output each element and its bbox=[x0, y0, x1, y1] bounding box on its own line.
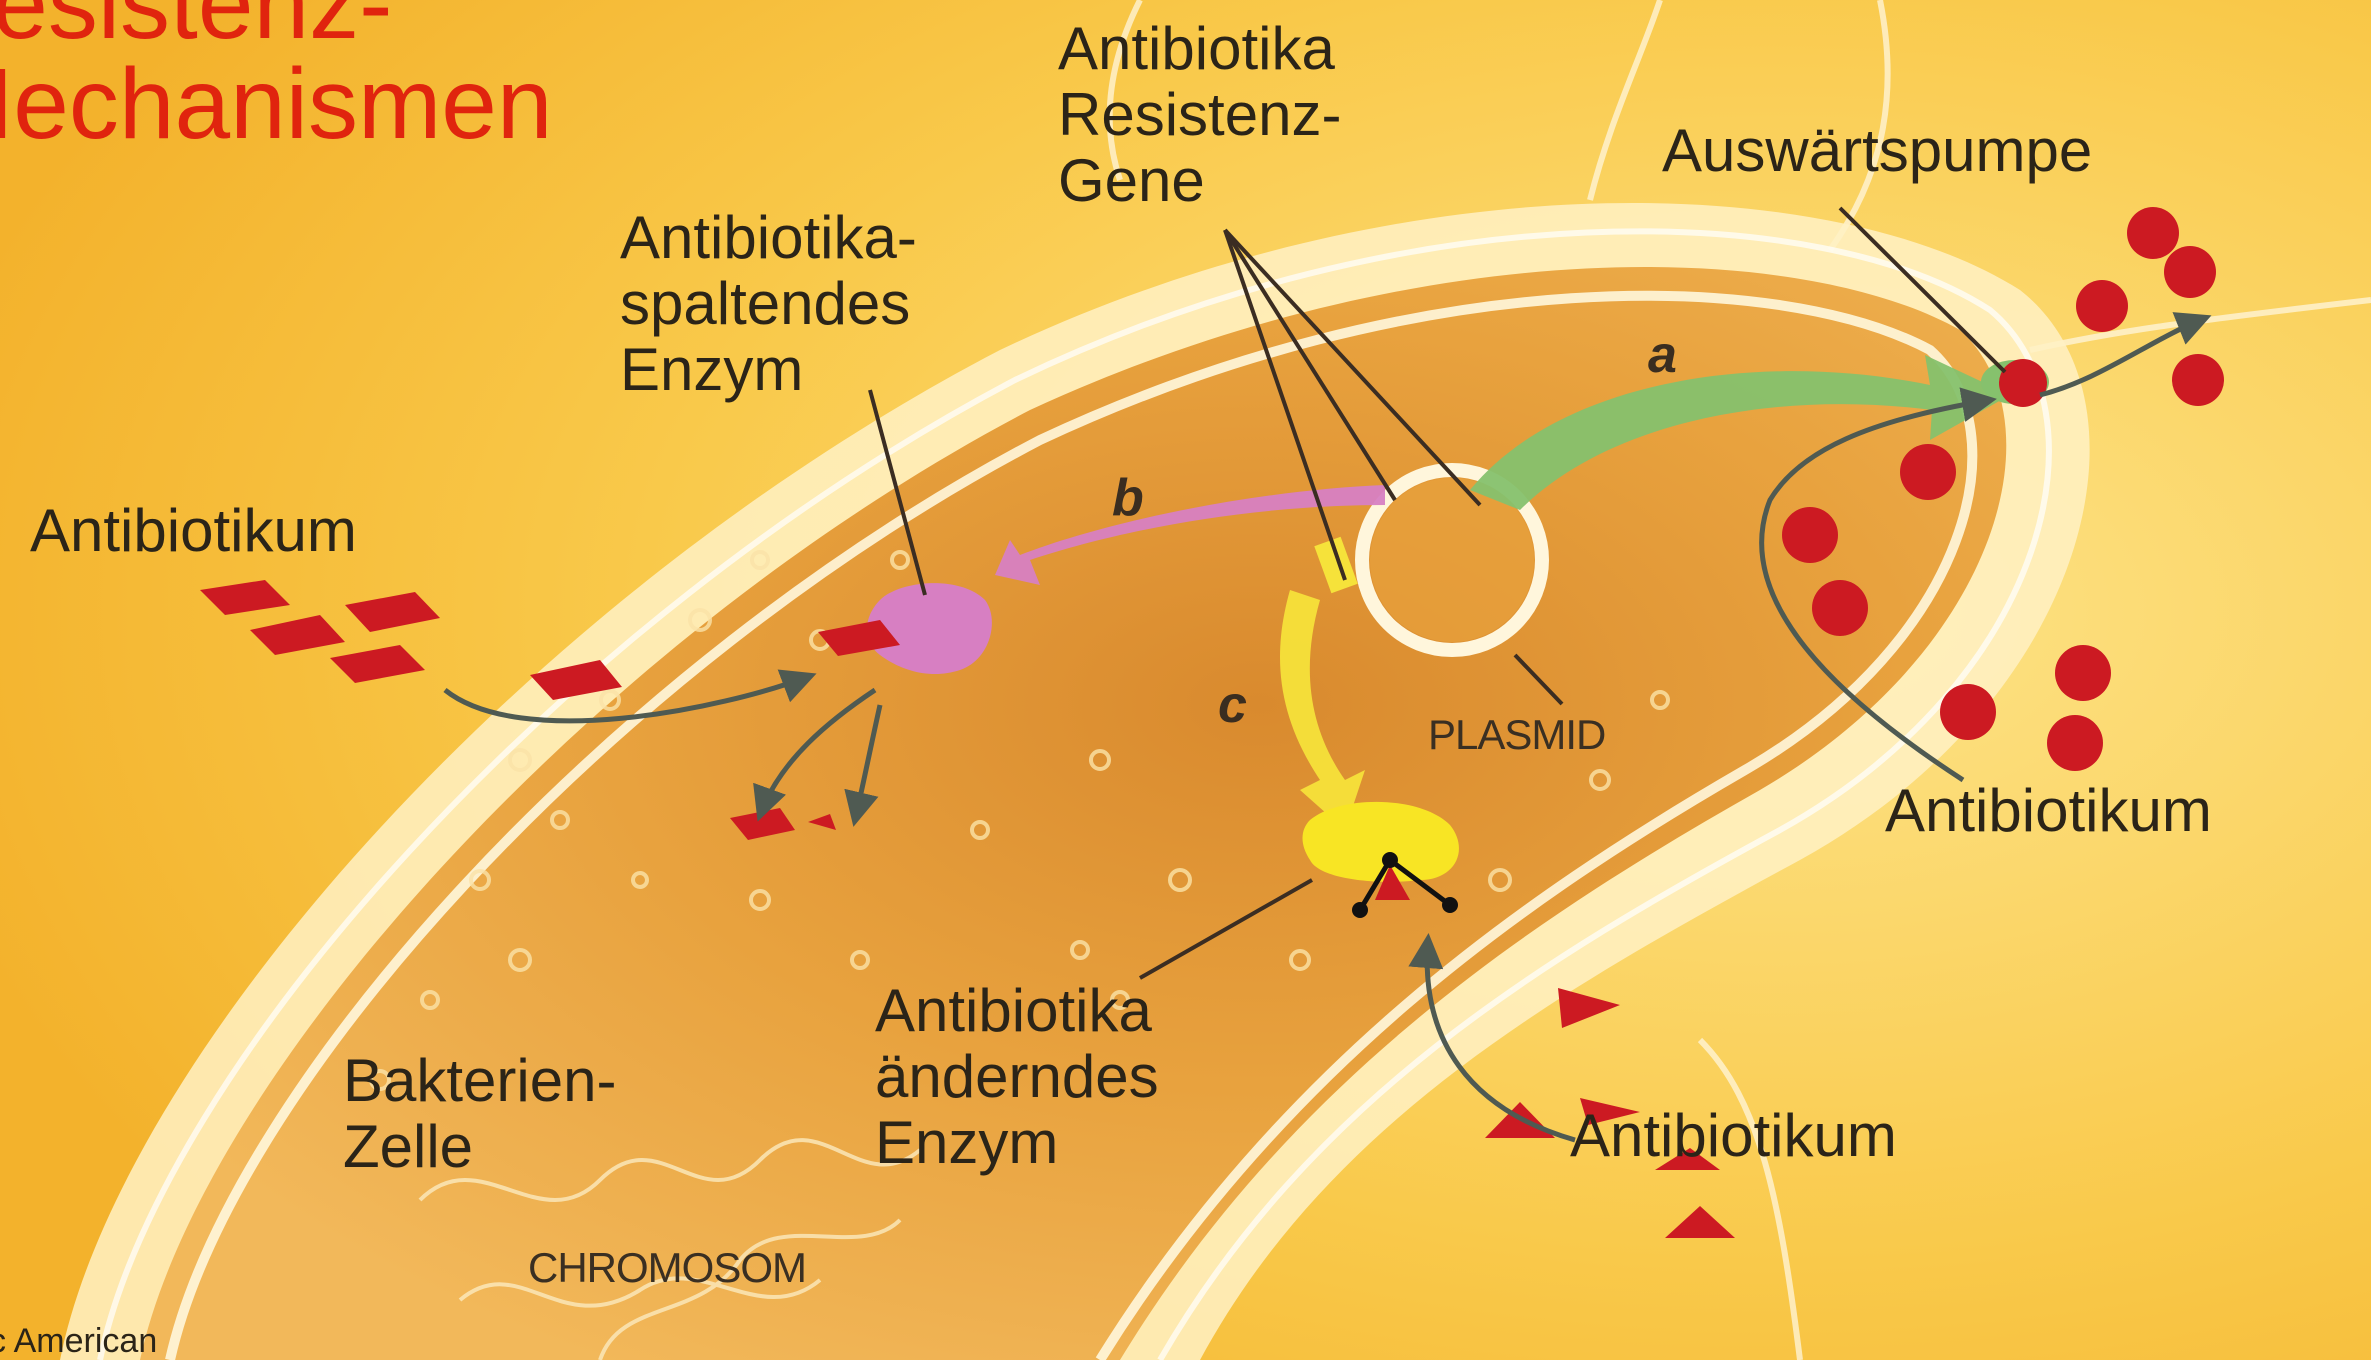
label-modifying-enzyme-3: Enzym bbox=[875, 1110, 1058, 1176]
label-resistance-genes-3: Gene bbox=[1058, 148, 1205, 214]
label-efflux-pump: Auswärtspumpe bbox=[1662, 118, 2092, 184]
label-plasmid: PLASMID bbox=[1428, 712, 1605, 758]
label-modifying-enzyme-1: Antibiotika bbox=[875, 978, 1152, 1044]
image-credit: Scientific American bbox=[0, 1322, 157, 1360]
label-antibiotic-right: Antibiotikum bbox=[1885, 778, 2212, 844]
label-bacterial-cell-1: Bakterien- bbox=[343, 1048, 616, 1114]
label-cleaving-enzyme-3: Enzym bbox=[620, 337, 803, 403]
pathway-letter-a: a bbox=[1648, 322, 1677, 388]
pathway-letter-c: c bbox=[1218, 672, 1247, 738]
pathway-letter-b: b bbox=[1112, 465, 1144, 531]
label-antibiotic-left: Antibiotikum bbox=[30, 498, 357, 564]
label-modifying-enzyme-2: änderndes bbox=[875, 1044, 1159, 1110]
label-cleaving-enzyme-2: spaltendes bbox=[620, 271, 910, 337]
label-resistance-genes-2: Resistenz- bbox=[1058, 82, 1341, 148]
label-bacterial-cell-2: Zelle bbox=[343, 1114, 473, 1180]
label-cleaving-enzyme-1: Antibiotika- bbox=[620, 205, 917, 271]
title-line2: Mechanismen bbox=[0, 50, 553, 158]
label-chromosome: CHROMOSOM bbox=[528, 1245, 806, 1291]
label-resistance-genes-1: Antibiotika bbox=[1058, 16, 1335, 82]
label-antibiotic-bottom: Antibiotikum bbox=[1570, 1103, 1897, 1169]
